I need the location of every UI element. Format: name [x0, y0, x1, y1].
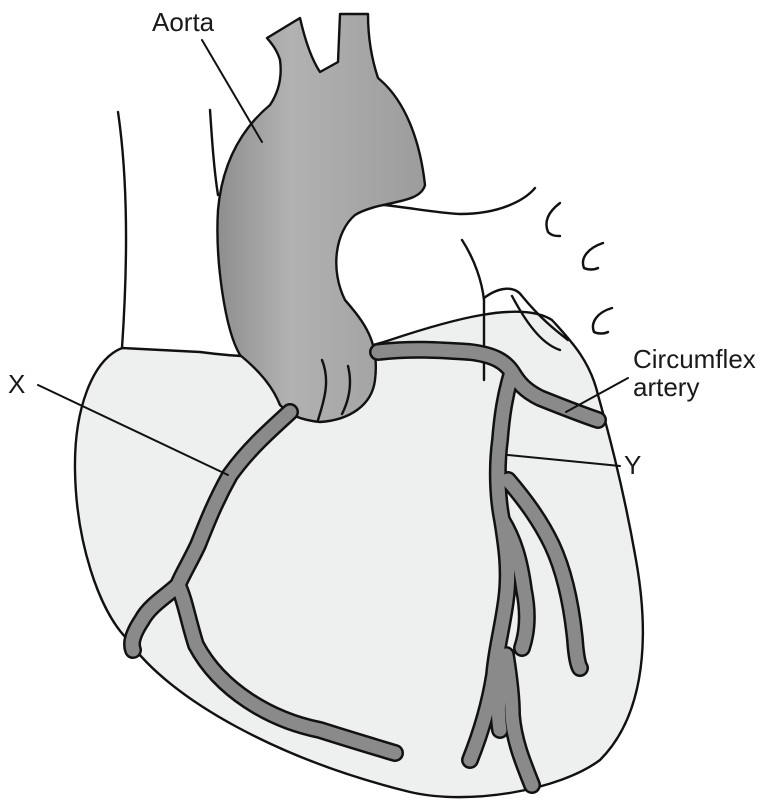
pulmonary-vein-marks [547, 203, 613, 334]
label-x: X [8, 369, 25, 399]
label-circumflex-line2: artery [633, 372, 699, 402]
label-circumflex-line1: Circumflex [633, 344, 756, 374]
label-aorta: Aorta [152, 7, 215, 37]
right-atrium-outline [118, 110, 218, 348]
label-y: Y [624, 450, 641, 480]
